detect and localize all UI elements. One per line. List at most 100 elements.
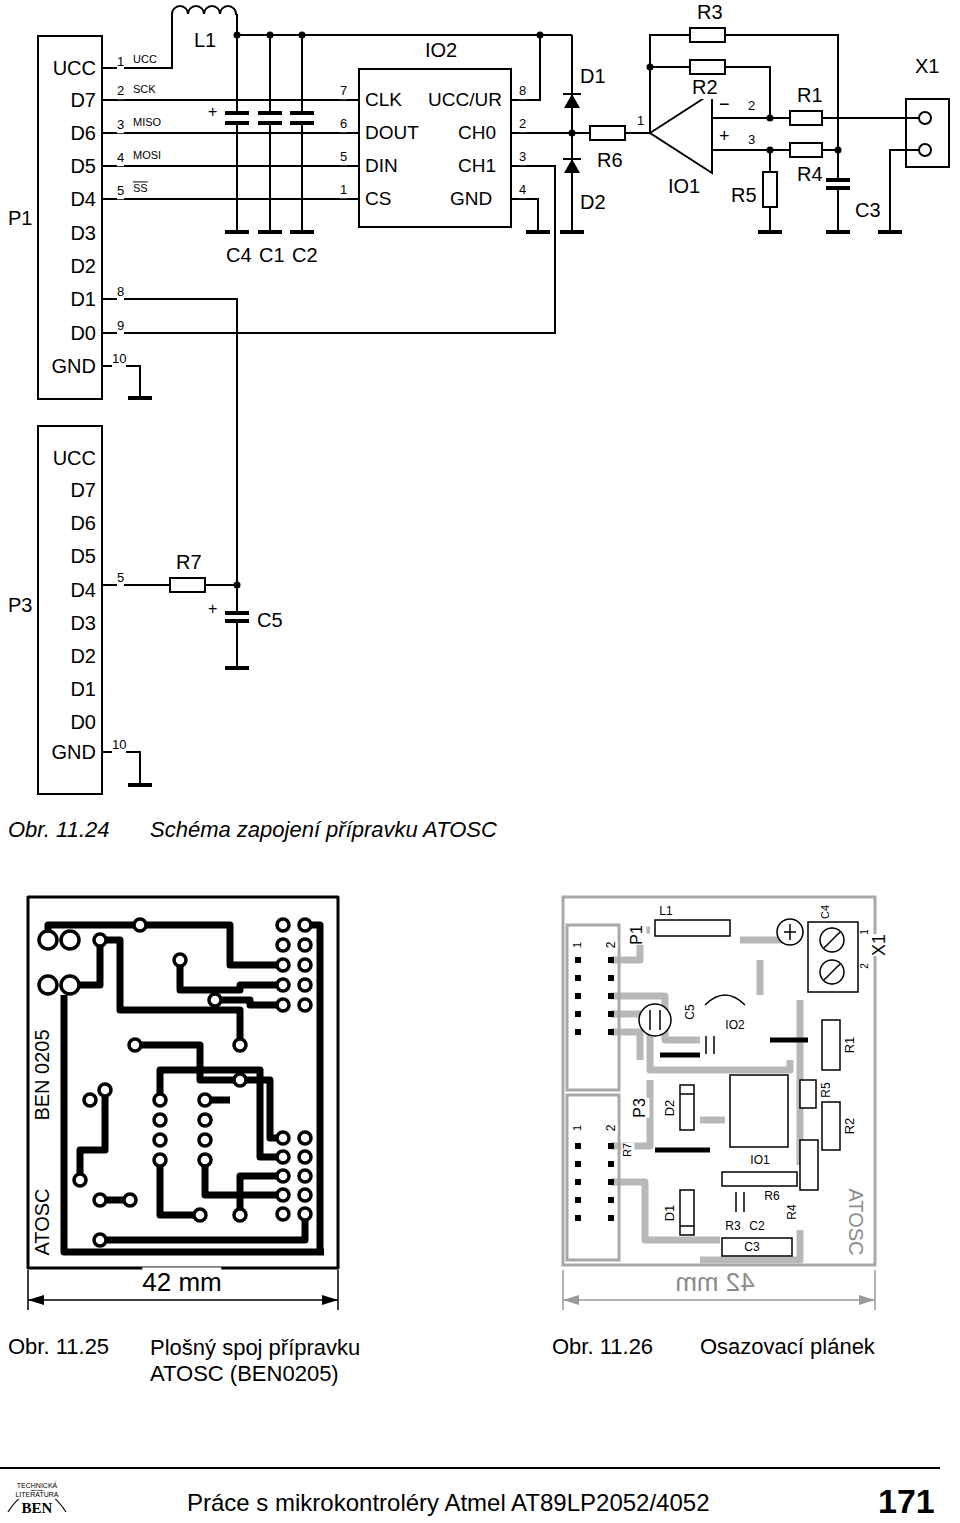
signal-name: SCK	[133, 83, 156, 96]
opamp-symbol	[650, 93, 712, 173]
connector-header: P3UCCD7D6D5D4D3D2D1D0GND	[37, 425, 103, 795]
capacitor-outline	[639, 1004, 671, 1036]
solder-pad	[299, 999, 311, 1011]
part-label: R7	[621, 1143, 634, 1157]
junction-dot	[569, 130, 576, 137]
caption-text: 42 mm	[675, 1267, 754, 1298]
part-label: 10	[112, 351, 126, 367]
solder-pad	[174, 954, 186, 966]
connector-header: P1UCCD7D6D5D4D3D2D1D0GND	[37, 35, 103, 400]
part-label: R6	[597, 148, 623, 172]
pin-name: D1	[70, 677, 96, 701]
solder-pad	[199, 1094, 211, 1106]
part-label: R2	[842, 1118, 858, 1135]
solder-pad	[277, 999, 289, 1011]
pin-name: GND	[52, 740, 96, 764]
part-label: R4	[785, 1204, 799, 1219]
caption-text: Práce s mikrokontroléry Atmel AT89LP2052…	[187, 1489, 710, 1518]
caption-text: Obr. 11.26	[552, 1334, 653, 1360]
solder-pad	[299, 1170, 311, 1182]
adc-chip: IO2CLKDOUTDINCSUCC/URCH0CH1GND	[358, 68, 512, 228]
solder-pad	[299, 1132, 311, 1144]
caption-text: Osazovací plánek	[700, 1334, 875, 1360]
part-label: 2	[859, 963, 871, 969]
resistor-symbol	[590, 126, 625, 140]
caption-text: Obr. 11.25	[8, 1334, 109, 1360]
part-name: X1	[915, 54, 939, 78]
part-label: C2	[749, 1219, 764, 1233]
pin-name: DIN	[365, 155, 398, 178]
part-label: 3	[117, 117, 124, 133]
resistor-symbol	[170, 578, 205, 592]
solder-pad	[199, 1154, 211, 1166]
component-detail	[650, 924, 840, 1226]
solder-pad	[299, 979, 311, 991]
caption-text: Schéma zapojení přípravku ATOSC	[150, 817, 497, 843]
part-label: BEN	[22, 1499, 53, 1517]
solder-pad	[277, 1132, 289, 1144]
pin-name: D7	[70, 88, 96, 112]
junction-dot	[234, 582, 241, 589]
caption-text: Plošný spoj přípravku ATOSC (BEN0205)	[150, 1335, 405, 1388]
signal-wire	[103, 132, 358, 134]
resistor-symbol	[790, 143, 822, 157]
solder-pad	[39, 931, 57, 949]
part-label: IO2	[725, 1018, 744, 1032]
caption-text: 171	[878, 1481, 935, 1522]
part-label: 3	[519, 149, 526, 165]
junction-dot	[835, 147, 842, 154]
solder-pad	[199, 1134, 211, 1146]
part-label: D2	[580, 190, 606, 214]
pin-name: D6	[70, 121, 96, 145]
part-label: ATOSC	[30, 1188, 54, 1255]
part-label: TECHNICKÁ	[17, 1482, 57, 1490]
junction-dot	[767, 115, 774, 122]
solder-pad	[39, 976, 57, 994]
solder-pad	[277, 979, 289, 991]
copper-trace	[611, 930, 800, 1260]
part-label: R3	[697, 0, 723, 24]
part-name: P1	[8, 206, 32, 230]
ic-outline	[730, 1075, 788, 1147]
caption-text: Obr. 11.24	[8, 817, 110, 843]
diode-outline	[680, 1085, 694, 1130]
connector-outline	[567, 925, 619, 1090]
capacitor-symbol	[225, 113, 850, 621]
solder-pad	[277, 939, 289, 951]
pin-name: D3	[70, 221, 96, 245]
diode-bar	[563, 94, 581, 159]
copper-trace	[48, 925, 324, 1252]
pin-name: CH1	[458, 155, 496, 178]
board-outline	[563, 897, 875, 1265]
pin-name: D2	[70, 644, 96, 668]
signal-wire	[103, 99, 358, 101]
solder-pad	[124, 1194, 136, 1206]
junction-dot	[234, 32, 241, 39]
output-connector: X1	[905, 98, 950, 168]
solder-pad	[129, 1039, 141, 1051]
part-label: R3	[725, 1219, 740, 1233]
part-label: 4	[519, 182, 526, 198]
solder-pad	[277, 919, 289, 931]
part-label: C5	[683, 1004, 697, 1019]
pin-name: D5	[70, 154, 96, 178]
connector-outline	[567, 1095, 619, 1260]
signal-wire	[103, 166, 555, 333]
solder-pad	[39, 919, 311, 1246]
part-label: 5	[117, 570, 124, 586]
part-label: D1	[580, 64, 606, 88]
pin-name: DOUT	[365, 122, 419, 145]
part-label: C1	[259, 243, 285, 267]
junction-dot	[299, 32, 306, 39]
pin-name: D1	[70, 287, 96, 311]
connector-pin	[575, 957, 614, 1221]
solder-pad	[277, 1208, 289, 1220]
part-label: R5	[731, 183, 757, 207]
part-label: 5	[117, 183, 124, 199]
junction-dot	[234, 32, 842, 589]
part-label: BEN 0205	[30, 1029, 54, 1120]
pin-name: D2	[70, 254, 96, 278]
resistor-symbol	[690, 28, 725, 42]
terminal-block	[808, 922, 858, 992]
